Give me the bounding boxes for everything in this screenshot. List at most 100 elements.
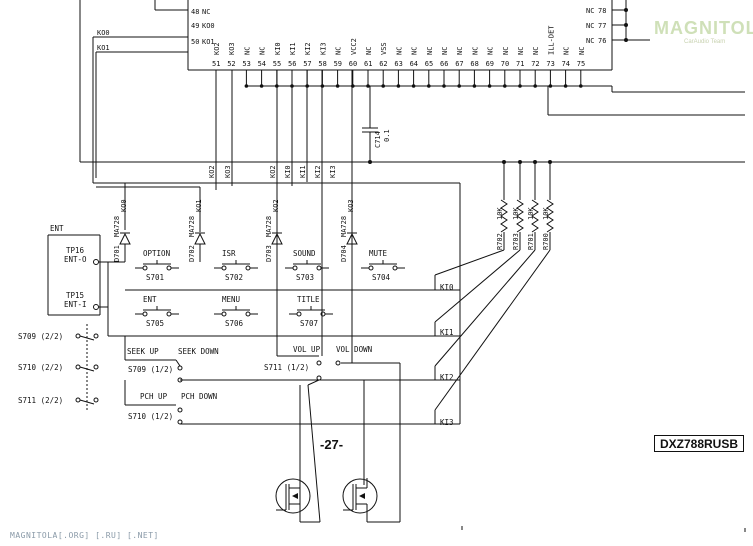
ic-pin-name: KI1 bbox=[289, 42, 297, 55]
diode-ref: D701 bbox=[113, 245, 121, 262]
switch-name: ENT bbox=[143, 295, 157, 304]
ic-pin-number: 71 bbox=[516, 60, 524, 68]
resistor-value: 10K bbox=[527, 207, 535, 220]
page-number: -27- bbox=[320, 437, 344, 452]
ic-pin-name: NC bbox=[578, 47, 586, 55]
resistor-ref: R700 bbox=[542, 233, 550, 250]
pin-76-label: NC bbox=[586, 37, 594, 45]
ic-pin-name: NC bbox=[411, 47, 419, 55]
diode-ref: D704 bbox=[340, 245, 348, 262]
resistor-ref: R702 bbox=[496, 233, 504, 250]
ic-pin-number: 72 bbox=[531, 60, 539, 68]
pin-49-num: 49 bbox=[191, 22, 199, 30]
net-label-ko2: KO2 bbox=[208, 165, 216, 178]
pch-down-label: PCH DOWN bbox=[181, 392, 217, 401]
pin-78-label: NC bbox=[586, 7, 594, 15]
diode-part: MA728 bbox=[340, 216, 348, 237]
tp16-label: TP16 bbox=[66, 246, 85, 255]
switch-name: TITLE bbox=[297, 295, 320, 304]
resistor-value: 10K bbox=[496, 207, 504, 220]
net-label-ki1: KI1 bbox=[299, 165, 307, 178]
resistor-ref: R701 bbox=[527, 233, 535, 250]
resistor-r701: R701 10K bbox=[527, 160, 539, 250]
ent-title: ENT bbox=[50, 224, 64, 233]
ic-left-pins: 48 NC 49 KO0 50 KO1 bbox=[191, 8, 215, 46]
pin-48-label: NC bbox=[202, 8, 210, 16]
tp15-net: ENT-I bbox=[64, 300, 87, 309]
model-label: DXZ788RUSB bbox=[654, 435, 744, 452]
s709-22-label: S709 (2/2) bbox=[18, 332, 63, 341]
resistor-ref: R703 bbox=[512, 233, 520, 250]
s710-22-label: S710 (2/2) bbox=[18, 363, 63, 372]
footer-site-text: MAGNITOLA[.ORG] [.RU] [.NET] bbox=[10, 531, 159, 540]
pin-50-label: KO1 bbox=[202, 38, 215, 46]
s709-12-label: S709 (1/2) bbox=[128, 365, 173, 374]
magnitola-watermark: MAGNITOLA CarAudio Team bbox=[654, 18, 753, 48]
ic-pin-number: 75 bbox=[577, 60, 585, 68]
ic-pin-number: 51 bbox=[212, 60, 220, 68]
ic-pin-name: KO2 bbox=[213, 42, 221, 55]
ent-block: ENT TP16 ENT-O TP15 ENT-I bbox=[47, 224, 125, 336]
ic-pin-name: NC bbox=[365, 47, 373, 55]
vol-up-label: VOL UP bbox=[293, 345, 321, 354]
diode-net: KO0 bbox=[120, 199, 128, 212]
resistor-value: 10K bbox=[512, 207, 520, 220]
wire-label-ko1: KO1 bbox=[97, 44, 110, 52]
diode-part: MA728 bbox=[113, 216, 121, 237]
ic-pin-name: VSS bbox=[380, 42, 388, 55]
capacitor-ref: C714 bbox=[374, 131, 382, 148]
ic-pin-number: 62 bbox=[379, 60, 387, 68]
ic-pin-name: NC bbox=[426, 47, 434, 55]
rotary-switches: S709 (2/2) S710 (2/2) S711 (2/2) SEEK UP… bbox=[18, 162, 401, 523]
switch-name: SOUND bbox=[293, 249, 316, 258]
diode-ref: D702 bbox=[188, 245, 196, 262]
ic-pin-number: 59 bbox=[334, 60, 342, 68]
resistor-r703: R703 10K bbox=[512, 160, 524, 250]
ic-pin-name: NC bbox=[563, 47, 571, 55]
pin-78-num: 78 bbox=[598, 7, 606, 15]
ic-pin-name: NC bbox=[517, 47, 525, 55]
ic-pin-number: 64 bbox=[410, 60, 418, 68]
ic-pin-number: 57 bbox=[303, 60, 311, 68]
ki-rails: KI0 KI1 KI2 KI3 bbox=[108, 183, 551, 427]
supply-bus bbox=[246, 85, 745, 116]
watermark-tagline: CarAudio Team bbox=[684, 39, 726, 45]
ic-pin-name: NC bbox=[243, 47, 251, 55]
switch-ref: S702 bbox=[225, 273, 243, 282]
ic-pin-name: KO3 bbox=[228, 42, 236, 55]
s711-12-label: S711 (1/2) bbox=[264, 363, 309, 372]
seek-up-label: SEEK UP bbox=[127, 347, 159, 356]
ic-pin-number: 68 bbox=[470, 60, 478, 68]
ic-pin-number: 67 bbox=[455, 60, 463, 68]
ic-pin-number: 56 bbox=[288, 60, 296, 68]
switch-s705: ENT S705 bbox=[135, 295, 179, 328]
net-label-ko2b: KO2 bbox=[269, 165, 277, 178]
ic-pin-number: 60 bbox=[349, 60, 357, 68]
diode-net: KO2 bbox=[272, 199, 280, 212]
net-label-ki2: KI2 bbox=[314, 165, 322, 178]
ic-pin-number: 73 bbox=[546, 60, 554, 68]
net-label-ki0: KI0 bbox=[284, 165, 292, 178]
ic-pin-name: NC bbox=[441, 47, 449, 55]
switch-ref: S705 bbox=[146, 319, 164, 328]
capacitor-c714: C714 0.1 bbox=[362, 86, 391, 164]
ic-pin-name: VCC2 bbox=[350, 38, 358, 55]
ic-bottom-pins: KO251KO352NC53NC54KI055KI156KI257KI358NC… bbox=[212, 25, 586, 88]
transistor-symbols bbox=[275, 478, 400, 523]
ic-pin-name: NC bbox=[471, 47, 479, 55]
pin-48-name: 48 bbox=[191, 8, 199, 16]
ic-pin-number: 70 bbox=[501, 60, 509, 68]
ki3-label: KI3 bbox=[440, 418, 454, 427]
ic-pin-number: 65 bbox=[425, 60, 433, 68]
ic-pin-number: 54 bbox=[258, 60, 266, 68]
ic-pin-number: 52 bbox=[227, 60, 235, 68]
s710-12-label: S710 (1/2) bbox=[128, 412, 173, 421]
